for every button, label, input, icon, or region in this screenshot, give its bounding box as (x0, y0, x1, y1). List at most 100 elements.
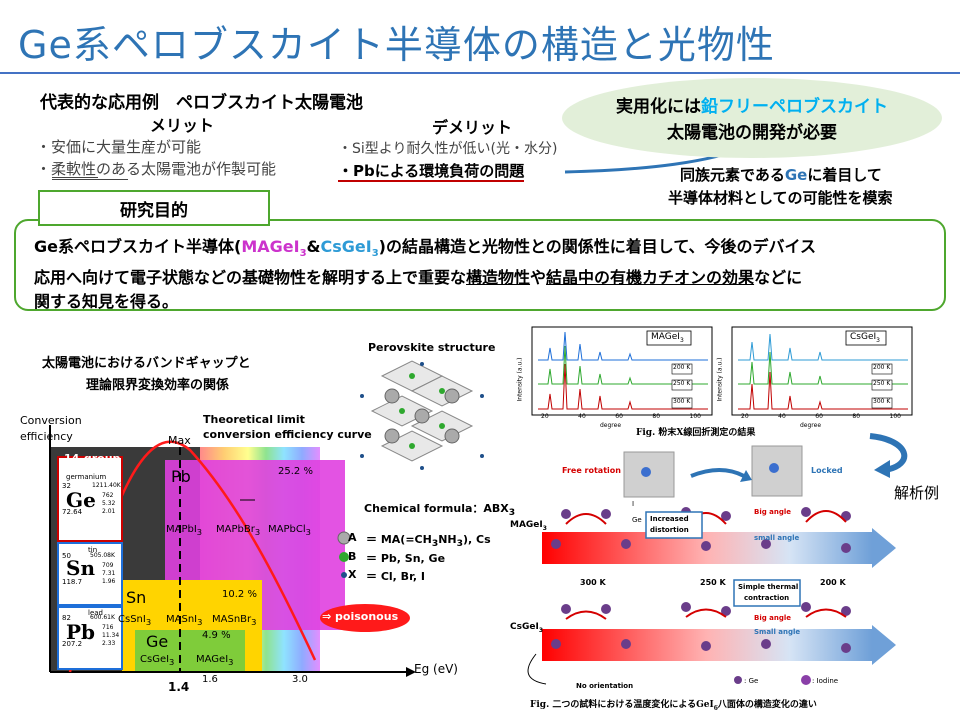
purpose-box: Ge系ペロブスカイト半導体(MAGeI3&CsGeI3)の結晶構造と光物性との関… (14, 219, 946, 311)
simple-label-2: contraction (744, 594, 790, 602)
analysis-label: 解析例 (894, 484, 940, 502)
xrd-cs-250: 250 K (873, 380, 891, 387)
purpose-line-1: Ge系ペロブスカイト半導体(MAGeI3&CsGeI3)の結晶構造と光物性との関… (34, 237, 817, 260)
ge-region-label: Ge (146, 632, 169, 651)
sn-num: 50 (62, 552, 71, 560)
x-tick-1-4: 1.4 (168, 680, 190, 694)
big-angle-2: Big angle (754, 614, 792, 622)
perovskite-title: Perovskite structure (368, 341, 496, 354)
big-angle-1: Big angle (754, 508, 792, 516)
pb-mass: 207.2 (62, 640, 83, 648)
ge-data: 1211.40K (92, 482, 121, 489)
temp-200k: 200 K (820, 578, 846, 587)
no-orientation-label: No orientation (576, 682, 634, 690)
goal-note-line-1: 同族元素であるGeに着目して (680, 166, 882, 184)
mapbcl-label: MAPbCl3 (268, 524, 311, 537)
sn-mass: 118.7 (62, 578, 83, 586)
bandgap-chart (49, 425, 416, 677)
pb-data: 600.61K (90, 614, 115, 621)
magei-label: MAGeI3 (196, 654, 234, 667)
sn-v2: 7.31 (102, 570, 116, 577)
demerit-heading: デメリット (432, 118, 513, 137)
sn-name: tin (88, 546, 98, 554)
increased-label-2: distortion (650, 526, 689, 534)
purpose-tag: 研究目的 (38, 190, 270, 226)
xrd-xlabel-left: degree (600, 422, 622, 429)
purpose-line-3: 関する知見を得る。 (34, 292, 179, 312)
sn-v3: 1.96 (102, 578, 116, 585)
application-heading: 代表的な応用例 ペロブスカイト太陽電池 (40, 93, 363, 113)
xrd-ylabel-right: Intensity (a.u.) (716, 357, 724, 402)
demerit-item-2: ・Pbによる環境負荷の問題 (338, 162, 525, 182)
ge-name: germanium (66, 473, 107, 481)
merit-item-2: ・柔軟性のある太陽電池が作製可能 (36, 160, 277, 178)
xrd-cs-300: 300 K (873, 398, 891, 405)
xrd-ma-tag: MAGeI3 (651, 332, 684, 344)
ge-symbol: Ge (66, 488, 96, 512)
legend-b: ＝ Pb, Sn, Ge (366, 552, 446, 565)
mapbbr-label: MAPbBr3 (216, 524, 261, 537)
ge-v2: 5.32 (102, 500, 116, 507)
csgei-label: CsGeI3 (140, 654, 175, 667)
merit-underline-2 (52, 179, 128, 180)
xrd-caption: Fig. 粉末X線回折測定の結果 (636, 428, 756, 438)
sn-v1: 709 (102, 562, 114, 569)
free-rotation-label: Free rotation (562, 466, 621, 475)
demerit-item-1: ・Si型より耐久性が低い(光・水分) (338, 141, 558, 157)
temp-300k: 300 K (580, 578, 606, 587)
sn-cell (57, 542, 123, 606)
legend-b-letter: B (348, 550, 357, 563)
ge-mass: 72.64 (62, 508, 83, 516)
pb-region-label: Pb (171, 467, 191, 486)
pct-4-9: 4.9 % (202, 630, 231, 641)
pb-symbol: Pb (66, 620, 96, 644)
ge-region (135, 630, 245, 672)
legend-a-letter: A (348, 531, 357, 544)
title-rule (0, 72, 960, 74)
masni-label: MASnI3 (166, 614, 203, 627)
merit-underline-1 (52, 177, 98, 178)
bandgap-title-2: 理論限界変換効率の関係 (86, 378, 230, 393)
ylabel-2: efficiency (20, 430, 73, 443)
simple-label-1: Simple thermal (738, 583, 799, 591)
ylabel-1: Conversion (20, 414, 82, 427)
merit-heading: メリット (150, 116, 215, 135)
x-tick-1-6: 1.6 (202, 674, 218, 685)
xrd-ma-200: 200 K (673, 364, 691, 371)
pb-name: lead (88, 609, 103, 617)
slide-title: Ge系ペロブスカイト半導体の構造と光物性 (18, 23, 775, 67)
sn-region-label: Sn (126, 588, 147, 607)
cs-gei3-label: CsGeI3 (510, 622, 543, 634)
goal-ellipse (562, 78, 942, 158)
max-label: Max (168, 434, 191, 447)
legend-x-letter: X (348, 568, 357, 581)
ge-v1: 762 (102, 492, 114, 499)
theory-label-2: conversion efficiency curve (203, 428, 372, 441)
sn-symbol: Sn (66, 556, 95, 580)
pb-v2: 11.34 (102, 632, 120, 639)
ge-v3: 2.01 (102, 508, 116, 515)
ma-gei3-label: MAGeI3 (510, 520, 547, 532)
poisonous-oval (320, 604, 410, 632)
xrd-ma-300: 300 K (673, 398, 691, 405)
perovskite-crystal (360, 360, 484, 470)
goal-line-2: 太陽電池の開発が必要 (667, 123, 837, 143)
pb-cell (57, 606, 123, 670)
legend-a: ＝ MA(=CH3NH3), Cs (366, 533, 491, 550)
pb-num: 82 (62, 614, 71, 622)
theory-label-1: Theoretical limit (203, 413, 305, 426)
cssni-label: CsSnI3 (118, 614, 152, 627)
xrd-cs-tag: CsGeI3 (850, 332, 880, 344)
group-label: 14-group (64, 452, 121, 465)
structure-schematic (527, 445, 896, 685)
temp-250k: 250 K (700, 578, 726, 587)
i-label: I (632, 500, 635, 508)
merit-item-1: ・安価に大量生産が可能 (36, 138, 202, 156)
ge-cell (57, 456, 123, 542)
analysis-arrow (869, 433, 908, 478)
legend-ge: : Ge (744, 677, 759, 685)
xrd-panels (531, 326, 913, 416)
xrd-xlabel-right: degree (800, 422, 822, 429)
